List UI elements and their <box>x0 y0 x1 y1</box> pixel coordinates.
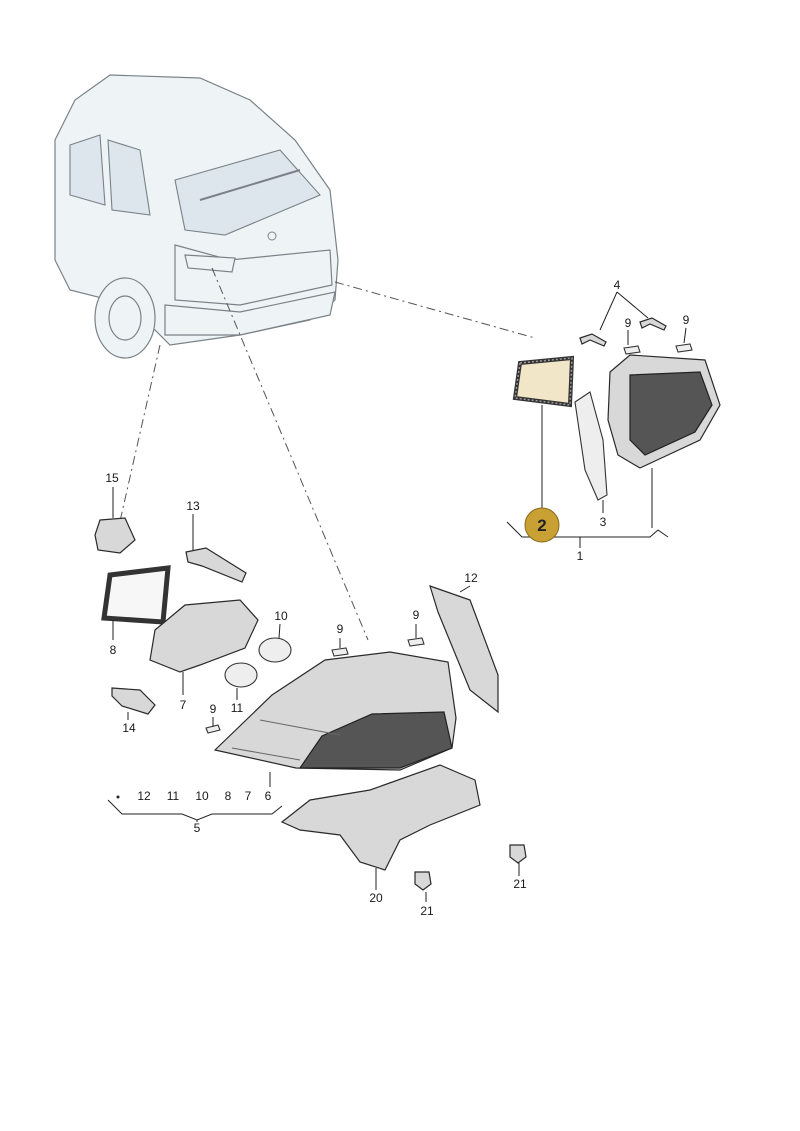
upper-leaders <box>506 291 687 548</box>
label-15: 15 <box>105 471 119 485</box>
svg-text:7: 7 <box>245 789 252 803</box>
mounting-bracket <box>280 764 481 871</box>
label-13: 13 <box>186 499 200 513</box>
label-12: 12 <box>464 571 478 585</box>
socket-wire <box>185 547 247 583</box>
label-9: 9 <box>683 313 690 327</box>
screw <box>414 871 432 891</box>
label-9: 9 <box>210 702 217 716</box>
lower-leaders <box>107 487 520 902</box>
label-20: 20 <box>369 891 383 905</box>
svg-text:12: 12 <box>137 789 151 803</box>
label-4: 4 <box>614 278 621 292</box>
label-9: 9 <box>337 622 344 636</box>
svg-text:2: 2 <box>537 516 546 535</box>
bulb-holder <box>149 599 259 673</box>
callout-2-highlighted[interactable]: 2 <box>524 507 560 543</box>
trim-strip <box>574 391 608 501</box>
label-8: 8 <box>110 643 117 657</box>
lower-tail-light-assembly <box>94 517 527 891</box>
label-9: 9 <box>413 608 420 622</box>
label-11: 11 <box>231 701 244 715</box>
cover-plate <box>429 585 499 714</box>
label-21: 21 <box>513 877 527 891</box>
label-7: 7 <box>180 698 187 712</box>
label-9: 9 <box>625 316 632 330</box>
vehicle-rear-illustration <box>54 74 339 359</box>
label-10: 10 <box>274 609 288 623</box>
bulb <box>258 637 292 663</box>
reference-lines <box>117 267 536 641</box>
screw <box>639 317 667 331</box>
label-21: 21 <box>420 904 434 918</box>
connector <box>94 517 136 554</box>
bulb <box>224 662 258 688</box>
screw <box>509 844 527 864</box>
svg-text:11: 11 <box>167 789 180 803</box>
screw <box>579 333 607 347</box>
label-3: 3 <box>600 515 607 529</box>
group-5-row: 12 11 10 8 7 6 <box>137 789 271 803</box>
label-1: 1 <box>577 549 584 563</box>
svg-text:8: 8 <box>225 789 232 803</box>
upper-tail-light-assembly <box>512 317 721 501</box>
gasket-highlighted[interactable] <box>512 355 575 408</box>
label-5: 5 <box>194 821 201 835</box>
label-14: 14 <box>122 721 136 735</box>
svg-text:10: 10 <box>195 789 209 803</box>
svg-text:6: 6 <box>265 789 272 803</box>
socket <box>111 687 156 715</box>
